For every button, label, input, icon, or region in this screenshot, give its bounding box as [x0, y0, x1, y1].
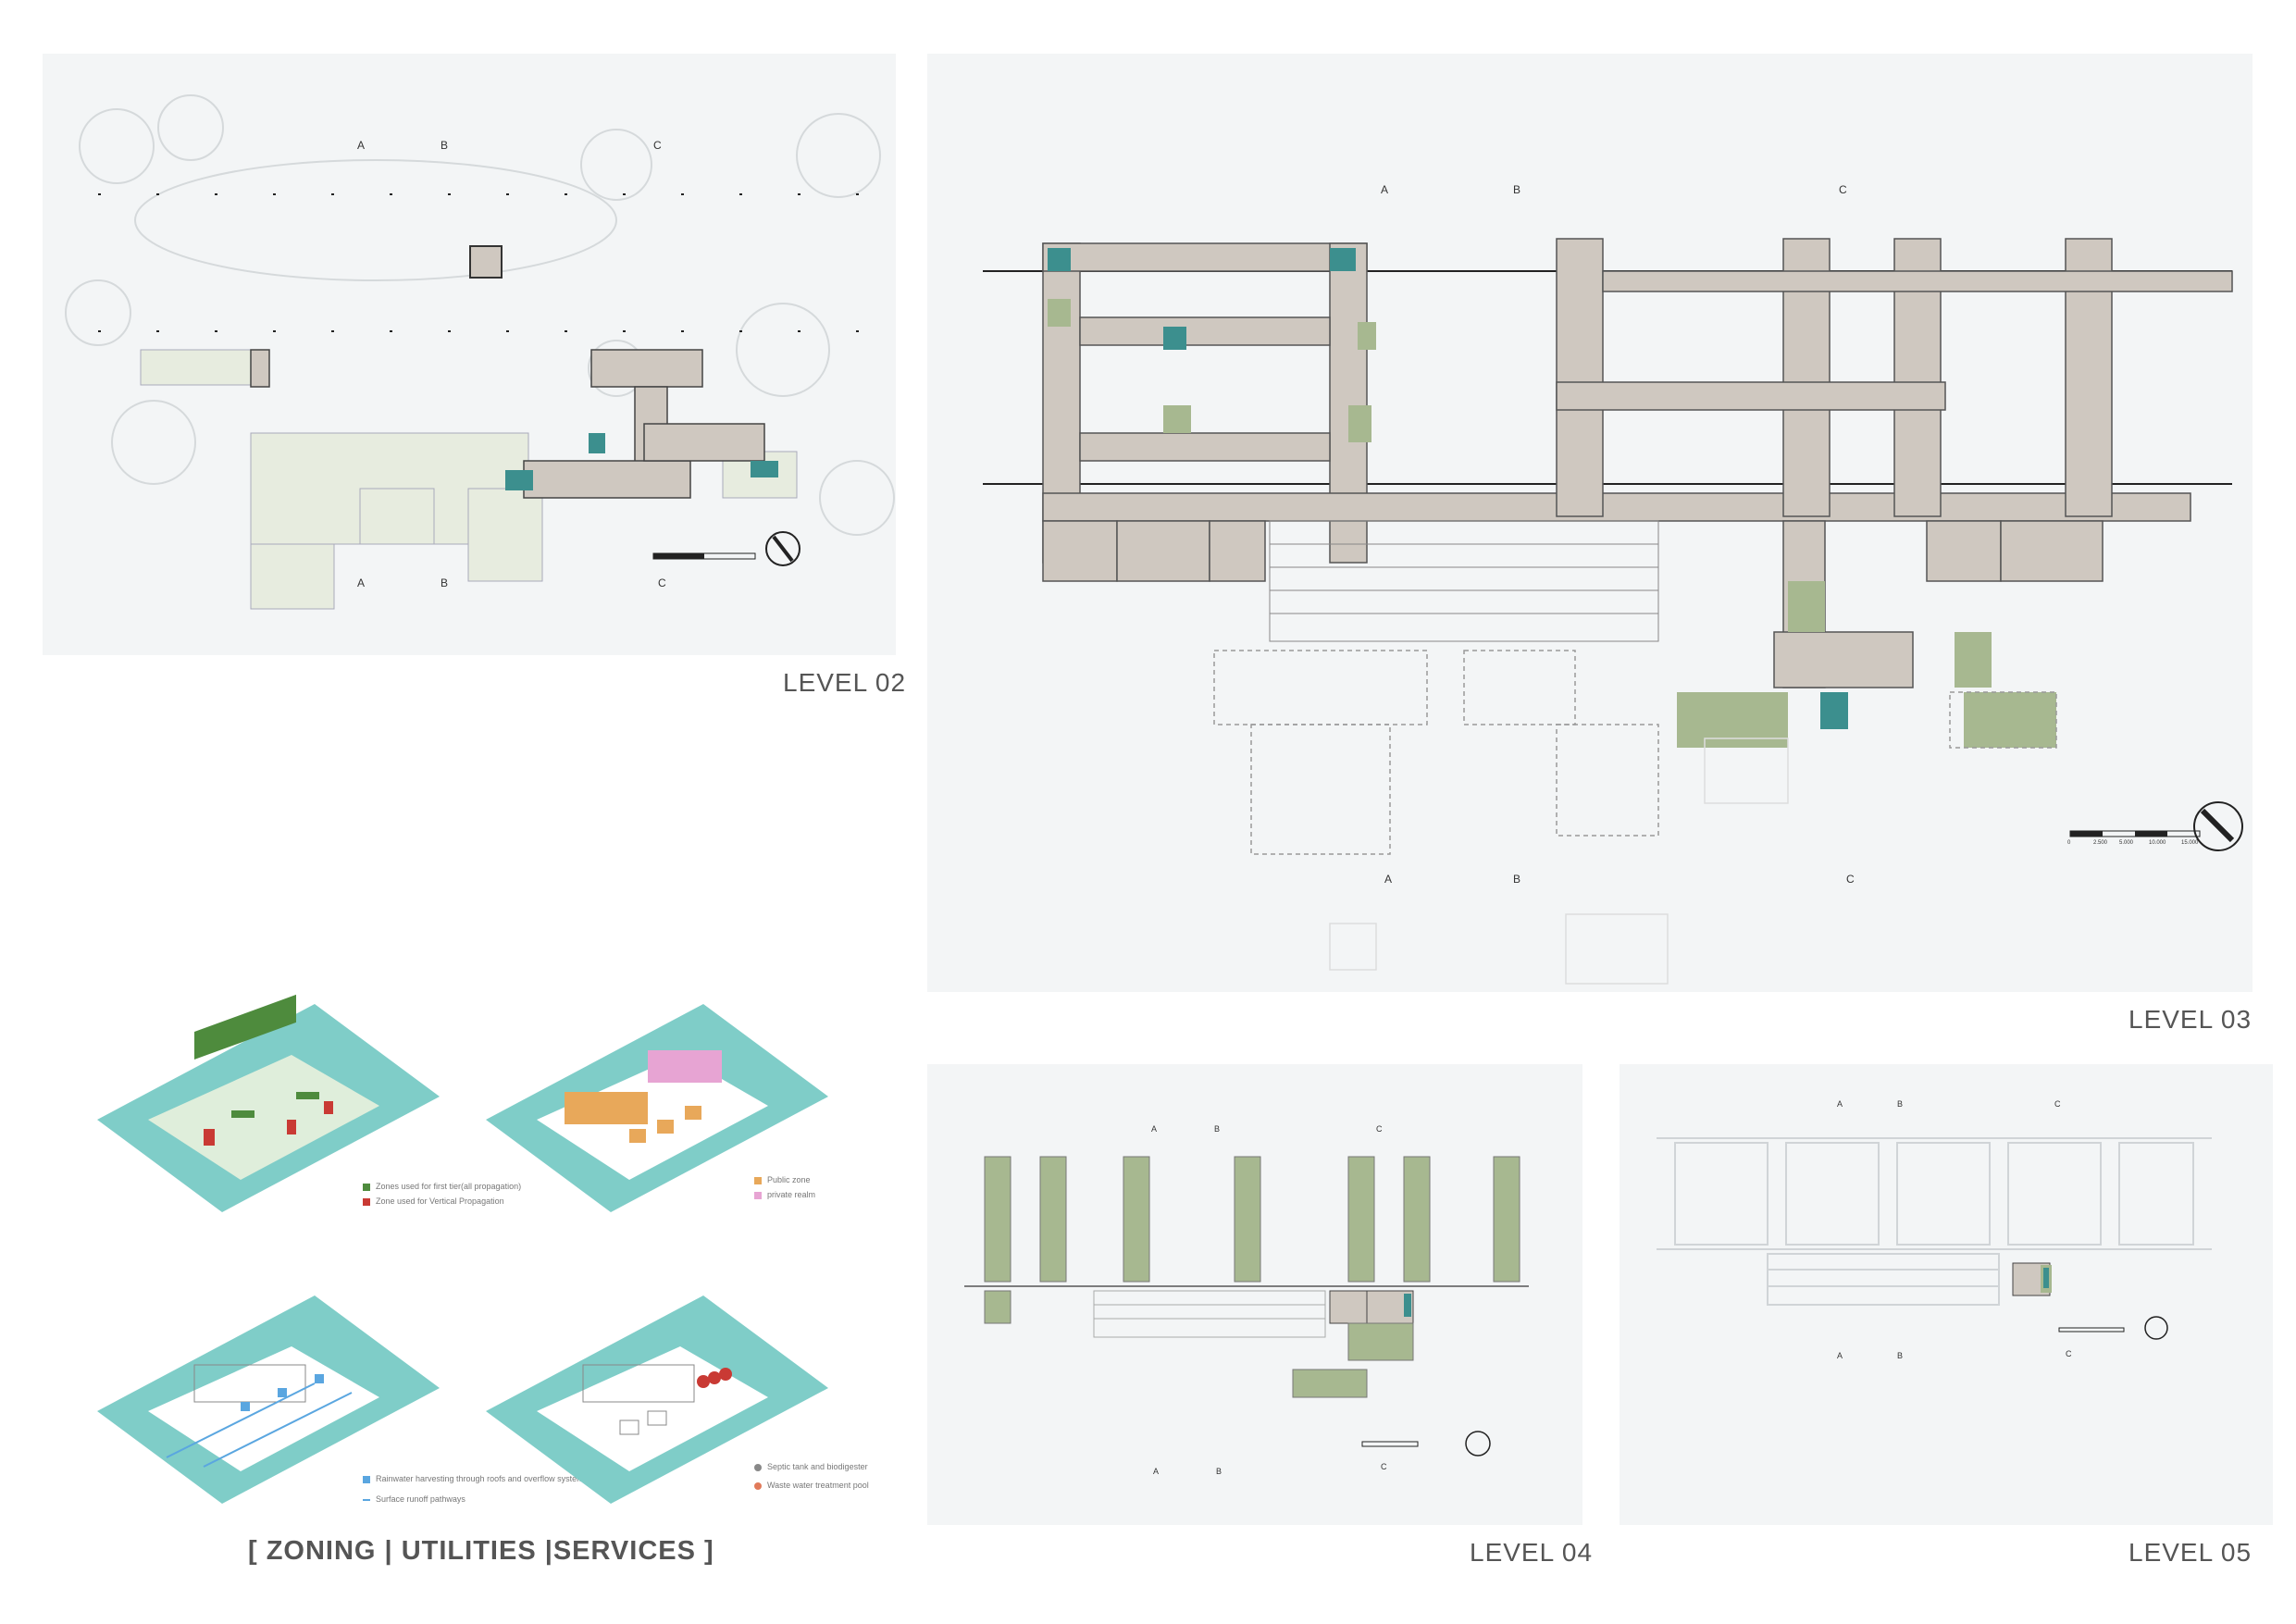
l3-section-a-top: A: [1381, 183, 1389, 196]
l5-section-c-top: C: [2054, 1099, 2061, 1109]
scale-label-3: 10.000: [2149, 840, 2166, 846]
rainwater-legend-1: Rainwater harvesting through roofs and o…: [363, 1474, 584, 1483]
section-mark-c-top: C: [653, 139, 662, 152]
services-isometric-diagram: [481, 1282, 833, 1504]
section-mark-a-top: A: [357, 139, 366, 152]
scale-label-2: 5.000: [2119, 840, 2134, 846]
level-04-plan-panel: A B C A B C: [927, 1064, 1582, 1525]
rainwater-isometric-diagram: [93, 1282, 444, 1504]
level-04-plan-drawing: [964, 1156, 1529, 1457]
level-03-caption: LEVEL 03: [2128, 1005, 2253, 1034]
utilities-isometric-diagram: [481, 990, 833, 1212]
l3-section-c-top: C: [1839, 183, 1847, 196]
zoning-legend-2: Zone used for Vertical Propagation: [363, 1196, 504, 1206]
utilities-legend-1: Public zone: [754, 1175, 811, 1184]
level-04-caption: LEVEL 04: [1470, 1538, 1594, 1567]
section-mark-c-bottom: C: [658, 576, 666, 589]
level-05-caption: LEVEL 05: [2128, 1538, 2253, 1567]
scale-label-4: 15.000: [2181, 840, 2199, 846]
l5-section-a-top: A: [1837, 1099, 1843, 1109]
level-05-plan-drawing: [1657, 1137, 2212, 1340]
utilities-legend-2: private realm: [754, 1190, 815, 1199]
l4-section-a-top: A: [1151, 1124, 1158, 1134]
section-mark-a-bottom: A: [357, 576, 366, 589]
zoning-utilities-services-title: [ ZONING | UTILITIES |SERVICES ]: [248, 1536, 714, 1566]
section-mark-b-top: B: [441, 139, 449, 152]
level-02-plan-drawing: [65, 94, 895, 610]
l3-section-c-bottom: C: [1846, 873, 1855, 886]
l3-section-a-bottom: A: [1384, 873, 1393, 886]
l3-section-b-top: B: [1513, 183, 1521, 196]
level-05-plan-panel: A B C A B C: [1620, 1064, 2273, 1525]
l4-section-b-bottom: B: [1216, 1467, 1222, 1476]
l4-section-b-top: B: [1214, 1124, 1221, 1134]
level-03-plan-panel: A B C A B C 0 2.500 5.000 10.000 15.000: [927, 54, 2253, 992]
level-03-plan-drawing: [983, 238, 2243, 985]
scale-label-1: 2.500: [2093, 840, 2108, 846]
services-legend-2: Waste water treatment pool: [754, 1481, 869, 1490]
rainwater-legend-2: Surface runoff pathways: [363, 1494, 465, 1504]
l5-section-c-bottom: C: [2066, 1349, 2072, 1358]
section-mark-b-bottom: B: [441, 576, 449, 589]
services-legend-1: Septic tank and biodigester: [754, 1462, 868, 1471]
l4-section-c-bottom: C: [1381, 1462, 1387, 1471]
scale-label-0: 0: [2067, 840, 2071, 846]
zoning-isometric-diagram: [93, 990, 444, 1212]
l4-section-c-top: C: [1376, 1124, 1383, 1134]
zoning-legend-1: Zones used for first tier(all propagatio…: [363, 1182, 521, 1191]
l5-section-b-bottom: B: [1897, 1351, 1904, 1360]
l3-section-b-bottom: B: [1513, 873, 1521, 886]
l4-section-a-bottom: A: [1153, 1467, 1160, 1476]
level-02-plan-panel: A B C A B C: [43, 54, 896, 655]
l5-section-b-top: B: [1897, 1099, 1904, 1109]
level-02-caption: LEVEL 02: [783, 668, 907, 697]
l5-section-a-bottom: A: [1837, 1351, 1843, 1360]
